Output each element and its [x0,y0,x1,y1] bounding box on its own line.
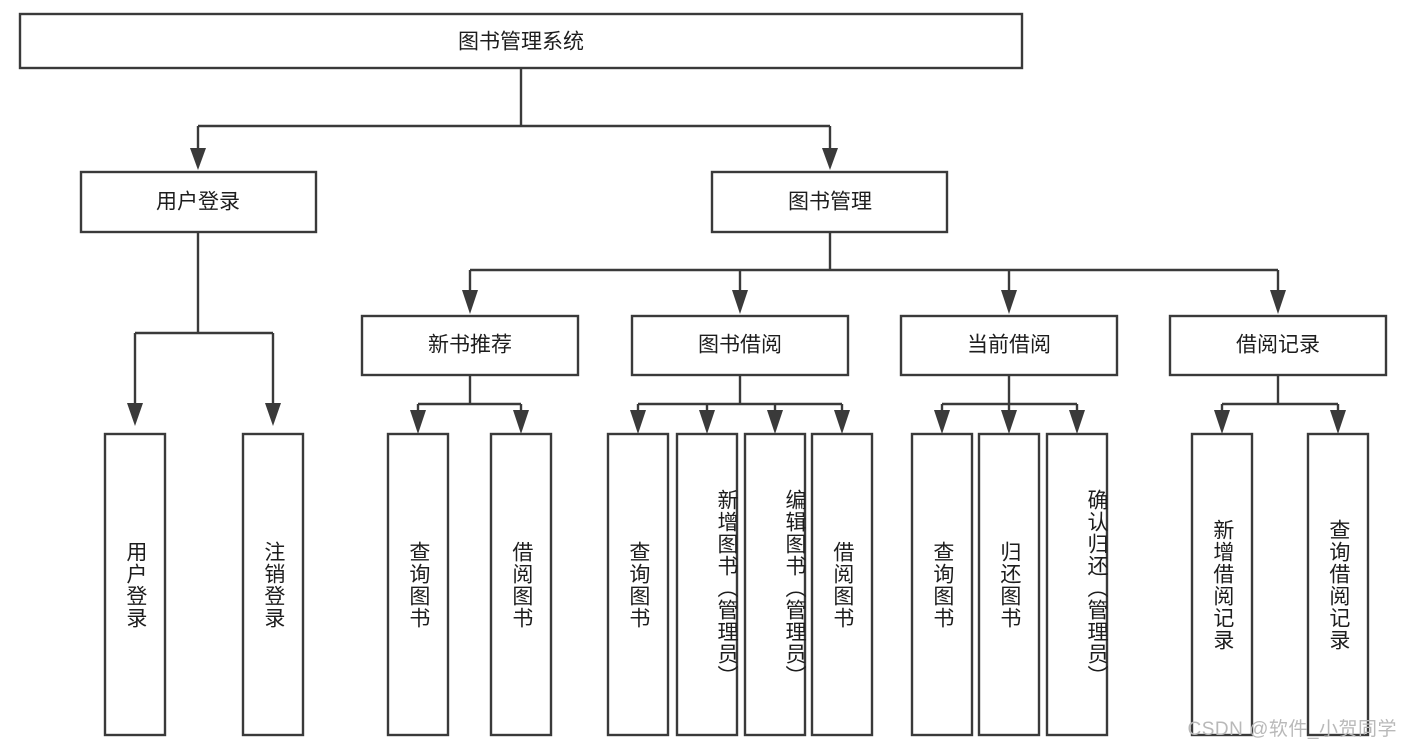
node-leaf-box[interactable] [1190,432,1254,737]
node-borrow-record-box[interactable] [1168,314,1388,377]
node-leaf-box[interactable] [386,432,450,737]
arrow-head-icon [1069,410,1085,434]
node-new-book-label: 新书推荐 [428,334,512,357]
node-root-label: 图书管理系统 [458,31,584,54]
connector-group [127,68,1346,434]
arrow-head-icon [513,410,529,434]
arrow-head-icon [630,410,646,434]
arrow-head-icon [822,148,838,170]
node-leaf-box[interactable] [606,432,670,737]
arrow-head-icon [265,403,281,426]
node-leaf-box[interactable] [241,432,305,737]
node-book-mgmt-label: 图书管理 [788,191,872,214]
arrow-head-icon [732,290,748,314]
arrow-head-icon [767,410,783,434]
node-leaf-box[interactable] [910,432,974,737]
node-root-box[interactable] [18,12,1024,70]
node-leaf-box[interactable] [103,432,167,737]
node-user-login-label: 用户登录 [156,191,240,214]
node-new-book-box[interactable] [360,314,580,377]
arrow-head-icon [1001,290,1017,314]
arrow-head-icon [127,403,143,426]
node-borrow-box[interactable] [630,314,850,377]
node-group: 图书管理系统 用户登录 图书管理 新书推荐 图书借阅 当前借阅 借阅记录 [18,12,1388,737]
arrow-head-icon [1330,410,1346,434]
node-leaf-box[interactable] [743,432,807,737]
node-borrow-label: 图书借阅 [698,334,782,357]
node-book-mgmt-box[interactable] [710,170,949,234]
arrow-head-icon [190,148,206,170]
arrow-head-icon [462,290,478,314]
node-leaf-box[interactable] [1306,432,1370,737]
arrow-head-icon [699,410,715,434]
arrow-head-icon [410,410,426,434]
node-current-borrow-box[interactable] [899,314,1119,377]
node-borrow-record-label: 借阅记录 [1236,334,1320,357]
node-leaf-box[interactable] [675,432,739,737]
arrow-head-icon [1001,410,1017,434]
node-leaf-box[interactable] [977,432,1041,737]
arrow-head-icon [834,410,850,434]
node-leaf-box[interactable] [1045,432,1109,737]
arrow-head-icon [1214,410,1230,434]
arrow-head-icon [934,410,950,434]
node-current-borrow-label: 当前借阅 [967,334,1051,357]
node-user-login-box[interactable] [79,170,318,234]
watermark-text: CSDN @软件_小贺同学 [1187,719,1397,740]
arrow-head-icon [1270,290,1286,314]
node-leaf-box[interactable] [810,432,874,737]
node-leaf-box[interactable] [489,432,553,737]
